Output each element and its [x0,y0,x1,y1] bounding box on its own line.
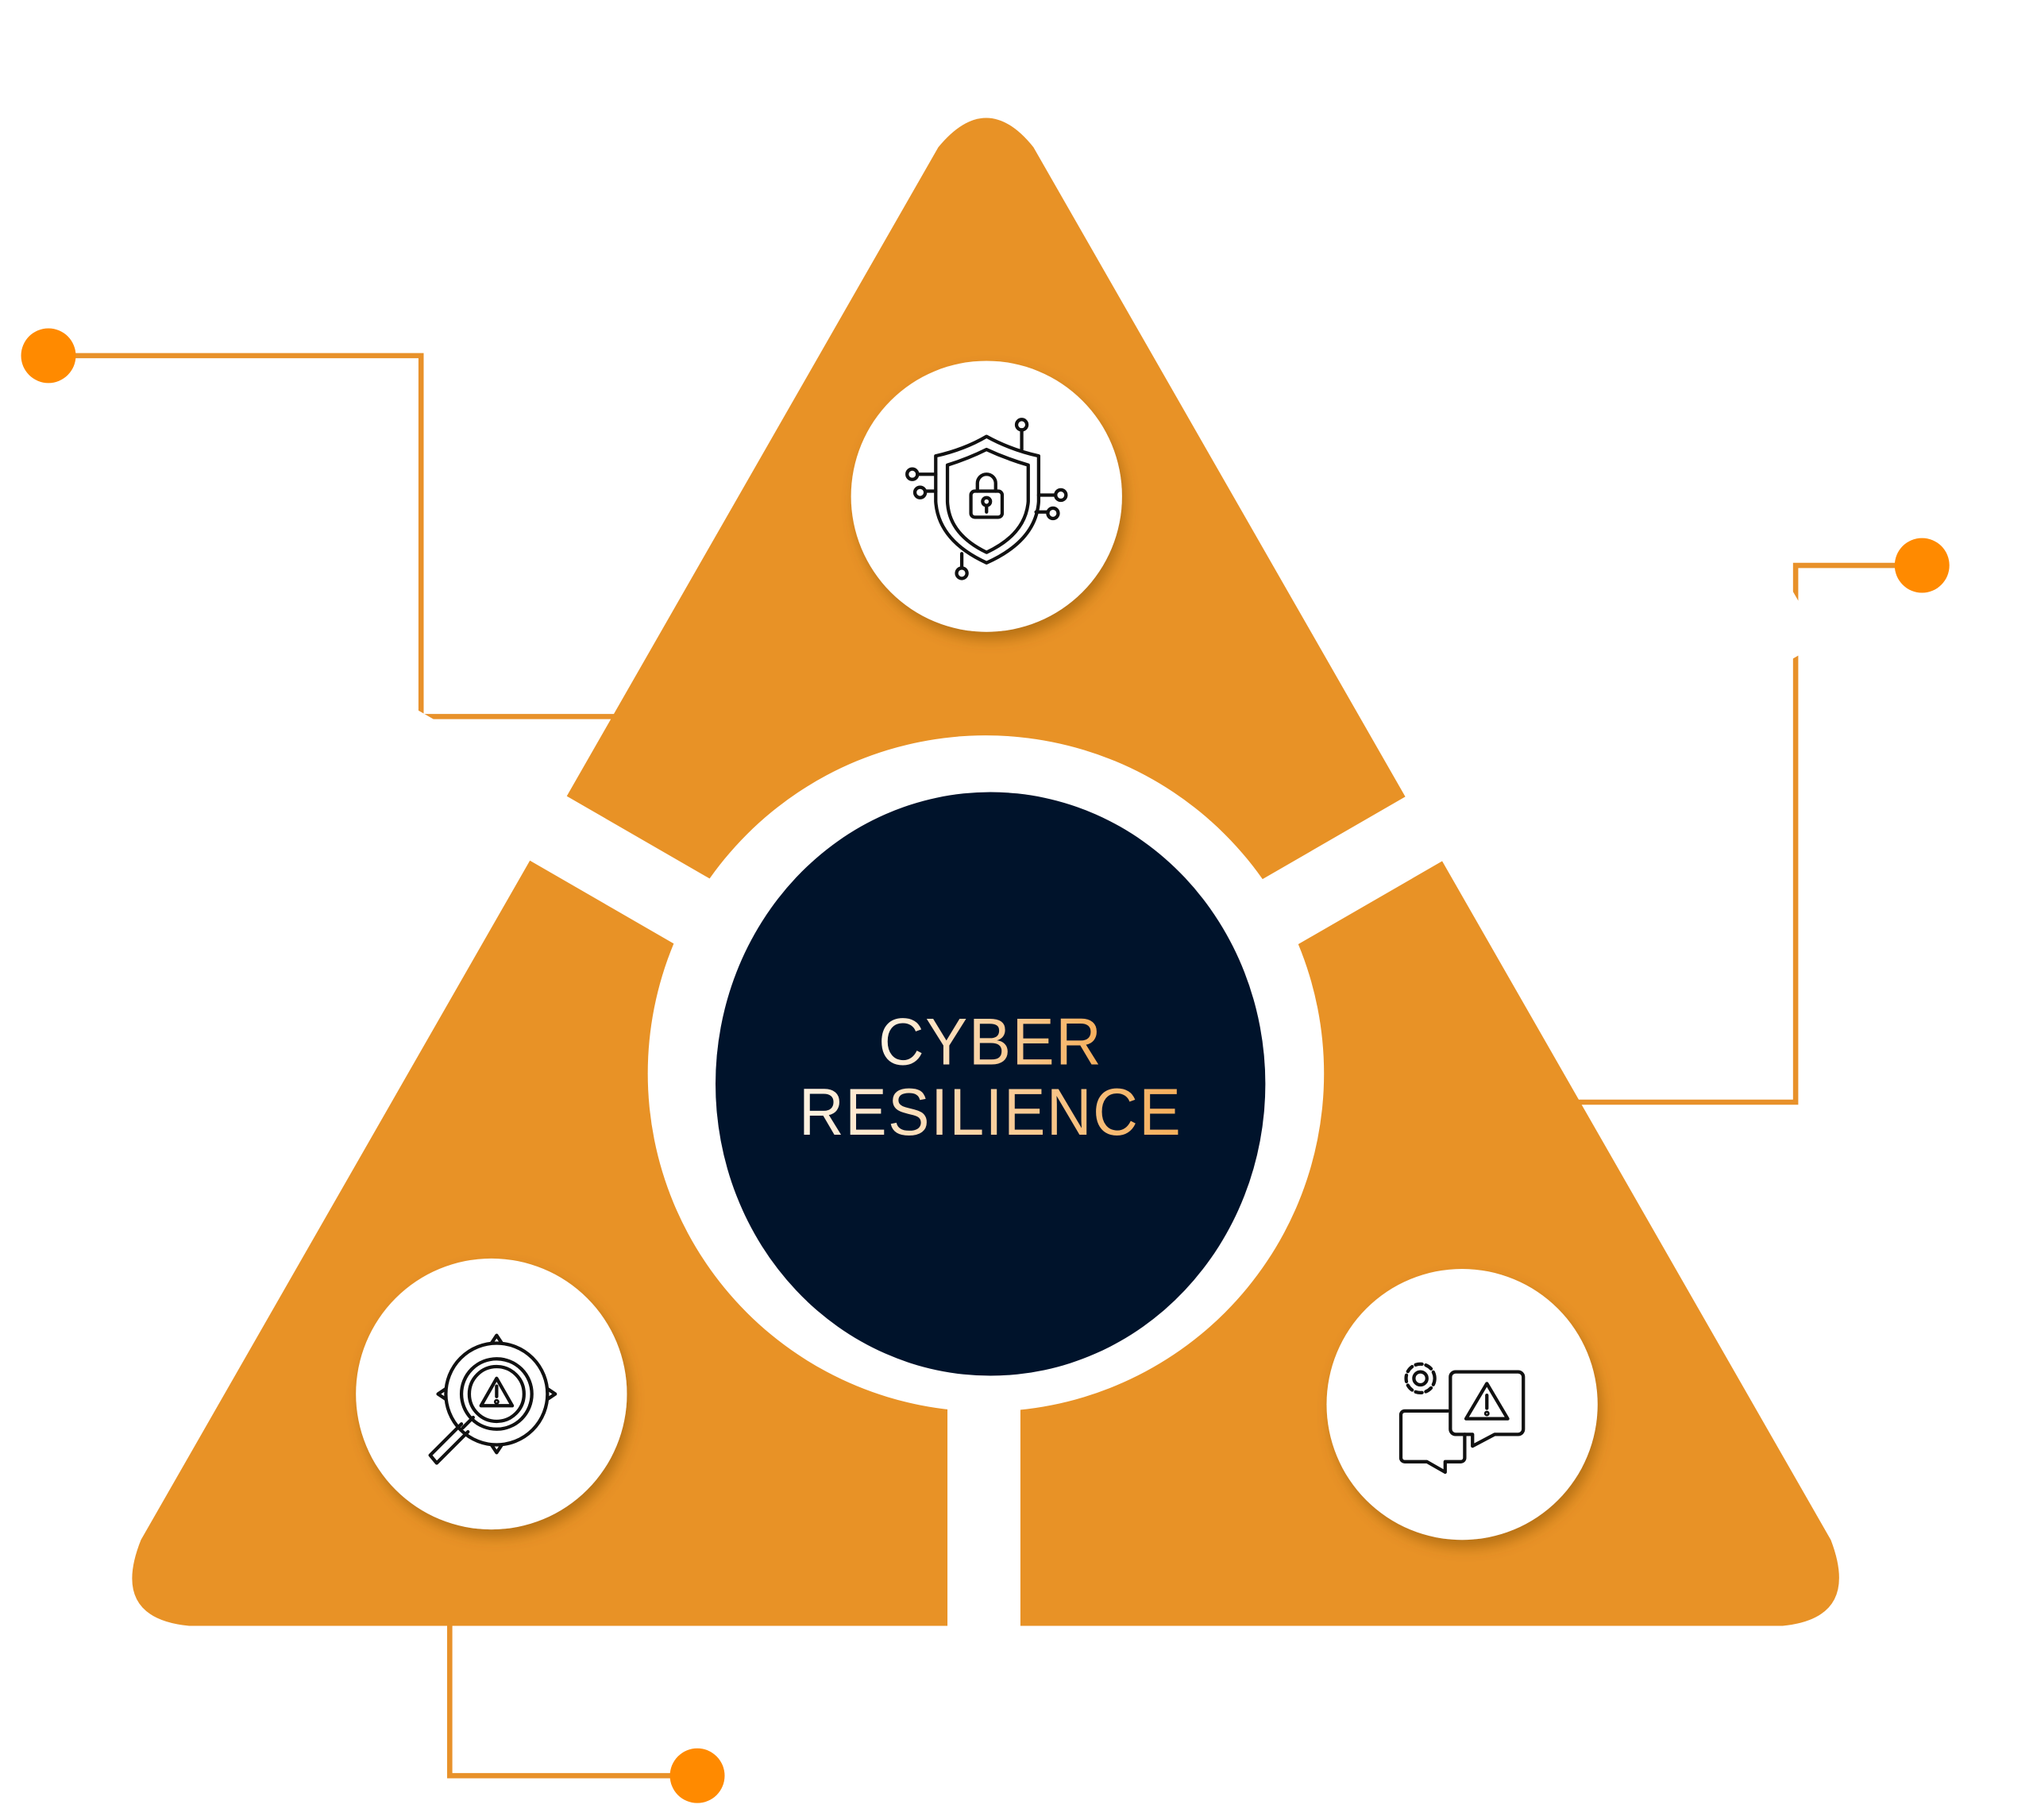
title-line1: CYBER [878,1004,1102,1078]
core-circle [716,792,1266,1376]
dot-bottom [669,1748,725,1803]
shield-lock-network-icon [905,418,1068,580]
icon-badge-top [851,361,1122,632]
magnifier-warning-icon [428,1333,557,1465]
connector-right [1564,562,1923,1105]
dot-right [1894,538,1950,593]
title-line2: RESILIENCE [799,1074,1182,1149]
connector-bottom [447,1615,698,1779]
icon-badge-bottom-left [356,1258,627,1530]
dot-top-left [21,328,76,384]
gear-chat-warning-icon [1398,1362,1526,1475]
connector-top-left [48,353,615,719]
icon-badge-bottom-right [1326,1269,1598,1540]
